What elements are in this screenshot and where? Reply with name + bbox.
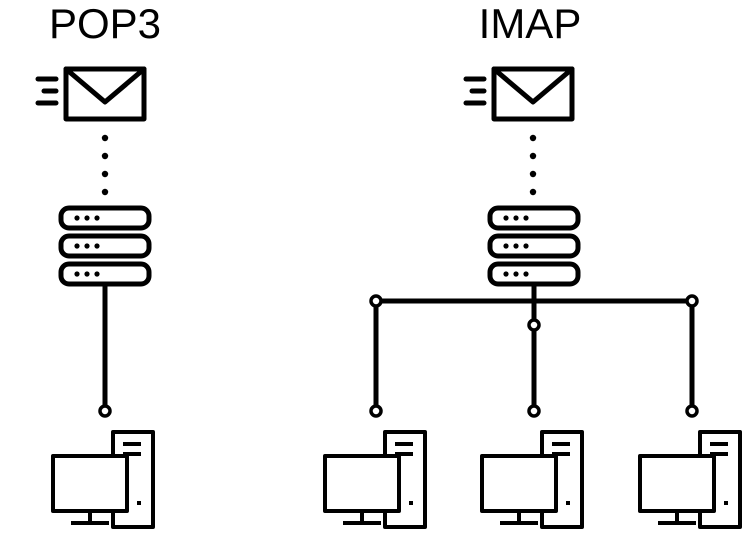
desktop-computer-icon bbox=[480, 430, 584, 529]
pop3-connection-node bbox=[98, 404, 112, 418]
imap-section: IMAP bbox=[323, 0, 742, 529]
desktop-computer-icon bbox=[323, 430, 427, 529]
desktop-computer-icon bbox=[638, 430, 742, 529]
imap-title: IMAP bbox=[479, 0, 582, 47]
mail-envelope-icon bbox=[466, 69, 572, 119]
imap-network-lines bbox=[373, 281, 695, 409]
mail-envelope-icon bbox=[38, 69, 144, 119]
pop3-section: POP3 bbox=[38, 0, 161, 529]
desktop-computer-icon bbox=[51, 430, 155, 529]
server-stack-icon bbox=[61, 208, 149, 284]
dotted-connector bbox=[529, 134, 537, 196]
pop3-title: POP3 bbox=[49, 0, 161, 47]
imap-network-nodes bbox=[369, 294, 699, 418]
dotted-connector bbox=[101, 134, 109, 196]
server-stack-icon bbox=[490, 208, 578, 284]
